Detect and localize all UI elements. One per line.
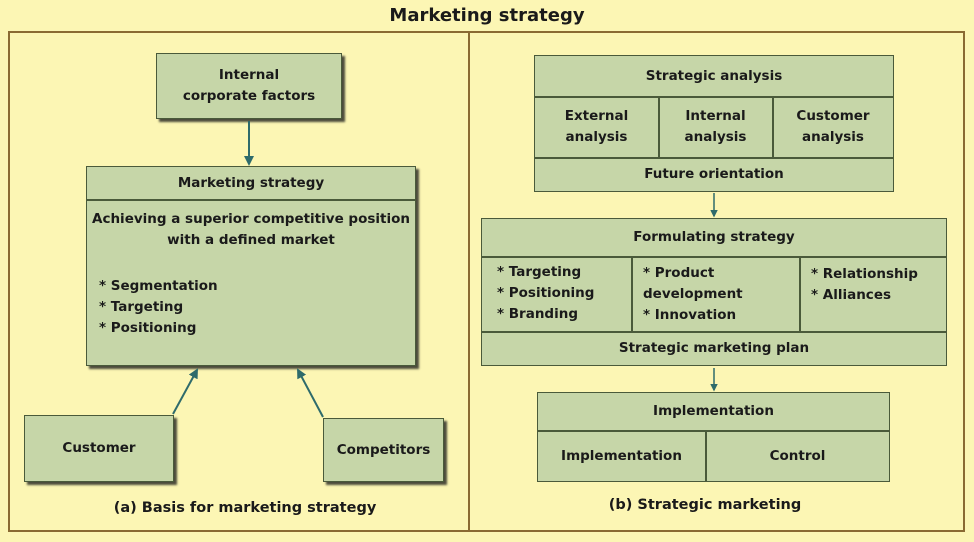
implementation-col-separator <box>705 430 707 481</box>
marketing-strategy-goal: Achieving a superior competitive positio… <box>92 211 410 248</box>
outer-frame <box>8 31 965 532</box>
internal-factors-box: Internal corporate factors <box>156 53 342 119</box>
formulating-col-separator-2 <box>799 256 801 331</box>
panel-divider <box>468 31 470 532</box>
competitors-text: Competitors <box>336 441 431 458</box>
formulating-top-separator <box>482 256 946 258</box>
formulating-strategy-box: Formulating strategy * Targeting * Posit… <box>481 218 947 366</box>
formulating-bottom-separator <box>482 331 946 333</box>
strategic-analysis-box: Strategic analysis External analysis Int… <box>534 55 894 192</box>
marketing-strategy-items: * Segmentation * Targeting * Positioning <box>99 278 218 336</box>
control-cell: Control <box>769 447 826 464</box>
marketing-strategy-separator <box>87 199 415 201</box>
customer-analysis-cell: Customer analysis <box>796 107 870 145</box>
marketing-strategy-box: Marketing strategy Achieving a superior … <box>86 166 416 366</box>
formulating-col-targeting: * Targeting * Positioning * Branding <box>497 264 595 322</box>
internal-analysis-cell: Internal analysis <box>684 107 747 145</box>
customer-box: Customer <box>24 415 174 482</box>
strategic-marketing-plan-cell: Strategic marketing plan <box>618 340 810 356</box>
customer-text: Customer <box>62 440 136 456</box>
left-caption: (a) Basis for marketing strategy <box>113 500 377 516</box>
marketing-strategy-header: Marketing strategy <box>177 174 325 191</box>
implementation-box: Implementation Implementation Control <box>537 392 890 482</box>
analysis-top-separator <box>535 96 893 98</box>
implementation-cell: Implementation <box>561 447 682 464</box>
formulating-col-separator-1 <box>631 256 633 331</box>
arrow-competitors-to-strategy <box>297 368 324 418</box>
future-orientation-cell: Future orientation <box>644 166 784 182</box>
strategic-analysis-header: Strategic analysis <box>645 67 783 84</box>
right-caption: (b) Strategic marketing <box>608 497 802 513</box>
implementation-separator <box>538 430 889 432</box>
analysis-col-separator-1 <box>658 96 660 157</box>
implementation-header: Implementation <box>653 403 774 419</box>
analysis-bottom-separator <box>535 157 893 159</box>
external-analysis-cell: External analysis <box>564 107 629 145</box>
diagram-title: Marketing strategy <box>389 5 585 26</box>
formulating-col-product: * Product development * Innovation <box>643 265 743 323</box>
formulating-strategy-header: Formulating strategy <box>633 229 795 245</box>
arrow-customer-to-strategy <box>172 368 198 415</box>
internal-factors-text: Internal corporate factors <box>182 67 316 104</box>
analysis-col-separator-2 <box>772 96 774 157</box>
formulating-col-relationship: * Relationship * Alliances <box>811 266 918 303</box>
competitors-box: Competitors <box>323 418 444 482</box>
